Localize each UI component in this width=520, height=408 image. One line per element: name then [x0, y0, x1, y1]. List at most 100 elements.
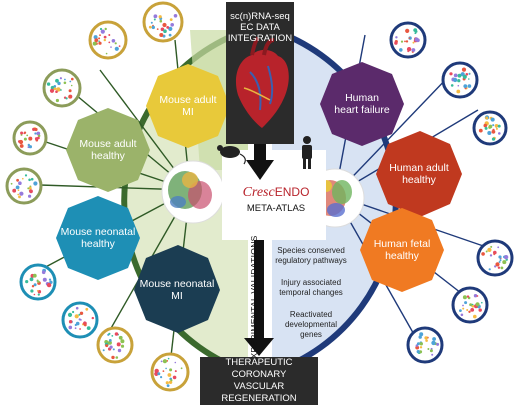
umap-dot [59, 77, 63, 80]
umap-dot [419, 332, 424, 337]
umap-dot [33, 181, 38, 186]
umap-dot [160, 360, 163, 363]
umap-dot [487, 247, 492, 252]
umap-dot [425, 339, 428, 342]
umap-dot [436, 342, 440, 346]
umap-dot [499, 259, 502, 262]
human-adult-healthy-line-1: Human adult [389, 162, 449, 174]
umap-dot [500, 266, 504, 270]
umap-dot [69, 80, 72, 83]
umap-dot [120, 339, 125, 344]
human-fetal-healthy-label: Human fetal healthy [360, 234, 444, 266]
human-fetal-healthy-line-2: healthy [385, 250, 419, 262]
finding-2: Injury associated temporal changes [270, 278, 352, 298]
umap-dot [107, 340, 112, 345]
umap-dot [41, 270, 46, 275]
mouse-neonatal-mi-label: Mouse neonatal MI [134, 274, 220, 306]
umap-dot [490, 245, 493, 248]
umap-dot [481, 252, 485, 256]
meta-atlas-label: META-ATLAS [246, 203, 306, 214]
umap-dot [173, 14, 178, 18]
umap-dot [24, 174, 28, 177]
umap-dot [495, 262, 500, 267]
umap-dot [71, 77, 74, 81]
umap-dot [170, 379, 173, 382]
umap-dot [484, 126, 488, 130]
umap-dot [457, 73, 462, 78]
umap-dot [158, 15, 162, 19]
umap-dot [26, 134, 29, 137]
umap-dot [18, 139, 24, 145]
umap-dot [165, 381, 169, 385]
umap-dot [53, 87, 57, 91]
mouse-adult-mi-line-2: MI [182, 106, 194, 118]
umap-dot [460, 313, 464, 317]
umap-dot [17, 193, 20, 196]
umap-dot [450, 84, 454, 87]
umap-dot [94, 38, 99, 43]
umap-dot [470, 308, 475, 312]
umap-dot [394, 41, 398, 45]
umap-dot [473, 294, 478, 298]
umap-dot [23, 137, 27, 141]
mouse-adult-healthy-line-2: healthy [91, 150, 125, 162]
umap-dot [150, 21, 153, 24]
umap-dot [112, 348, 115, 351]
umap-dot [12, 188, 17, 193]
umap-dot [37, 280, 40, 283]
umap-dot [27, 187, 30, 190]
human-icon [302, 136, 312, 169]
umap-dot [31, 285, 35, 288]
mouse-adult-mi-line-1: Mouse adult [159, 94, 217, 106]
umap-dot [118, 45, 121, 47]
umap-dot [117, 348, 122, 353]
mouse-adult-mi-label: Mouse adult MI [146, 90, 230, 122]
umap-dot [485, 116, 489, 120]
umap-dot [174, 361, 177, 364]
umap-dot [476, 295, 479, 297]
top-box-line-1: sc(n)RNA-seq [230, 10, 290, 22]
umap-dot [18, 181, 22, 185]
umap-dot [148, 25, 152, 29]
umap-dot [120, 344, 125, 348]
umap-dot [478, 128, 483, 133]
umap-dot [37, 293, 40, 296]
umap-dot [16, 178, 19, 182]
umap-dot [48, 278, 52, 281]
bottom-box-line-1: THERAPEUTIC CORONARY [225, 357, 293, 380]
umap-dot [162, 370, 165, 372]
umap-dot [55, 90, 58, 93]
human-fetal-healthy-octagon [360, 208, 444, 292]
umap-dot [429, 349, 433, 353]
umap-dot [110, 46, 112, 48]
umap-dot [29, 277, 34, 282]
umap-dot [68, 95, 72, 99]
mouse-neonatal-healthy-line-1: Mouse neonatal [60, 226, 136, 238]
umap-dot [485, 250, 488, 253]
bottom-box-line-2: VASCULAR [233, 381, 285, 392]
umap-dot [465, 73, 469, 76]
umap-dot [91, 316, 95, 320]
umap-dot [166, 384, 170, 387]
umap-dot [170, 23, 174, 27]
umap-dot [494, 124, 499, 128]
umap-dot [168, 380, 173, 384]
umap-dot [23, 131, 27, 134]
umap-dot [163, 29, 167, 33]
umap-dot [111, 355, 115, 360]
umap-dot [157, 372, 161, 376]
umap-dot [162, 22, 167, 28]
umap-dot [67, 312, 73, 317]
umap-dot [483, 123, 488, 128]
top-box-title: sc(n)RNA-seq EC DATA INTEGRATION [226, 4, 294, 50]
umap-dot [42, 277, 47, 282]
umap-dot [93, 35, 98, 40]
umap-dot [416, 342, 420, 346]
umap-dot [498, 132, 501, 135]
umap-dot [406, 47, 412, 52]
logo-part-3: ENDO [274, 185, 310, 199]
mouse-outer-arc [121, 27, 249, 375]
experimental-validations-label: EXPERIMENTAL VALIDATIONS [249, 235, 259, 365]
umap-dot [104, 27, 107, 31]
